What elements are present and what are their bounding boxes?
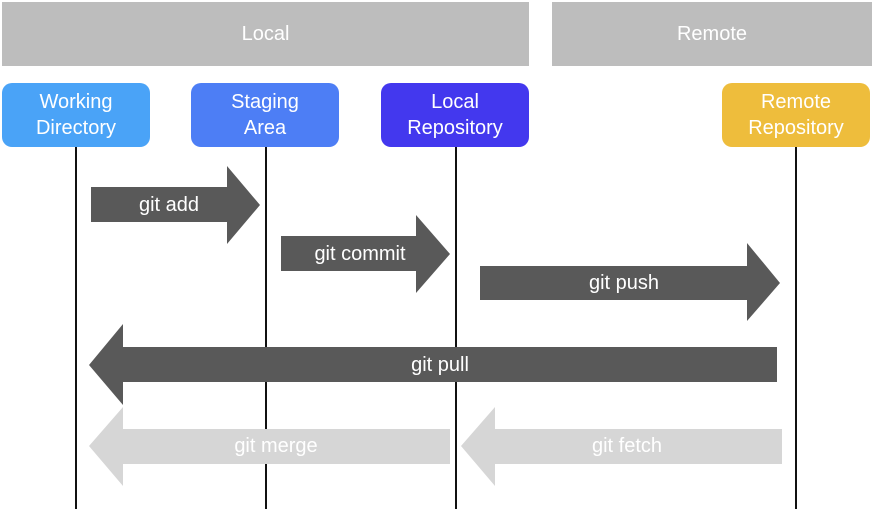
arrow-git-commit-label: git commit xyxy=(314,243,406,265)
remote-repository-label-line2: Repository xyxy=(748,117,844,139)
working-directory-label-line1: Working xyxy=(39,91,113,113)
lifeline-local-repository xyxy=(455,146,457,509)
arrow-git-merge-shape xyxy=(89,407,450,486)
local-repository-label-line2: Repository xyxy=(407,117,503,139)
group-local: Local xyxy=(2,2,529,66)
remote-repository-label-line1: Remote xyxy=(760,91,832,113)
arrow-git-fetch-label: git fetch xyxy=(592,435,662,457)
staging-area-label-line2: Area xyxy=(243,117,287,139)
arrow-git-add-shape xyxy=(91,166,260,244)
arrow-git-push-shape xyxy=(480,243,780,321)
arrow-git-merge: git merge xyxy=(89,407,450,486)
arrow-git-push-label: git push xyxy=(589,272,659,294)
arrow-git-commit-shape xyxy=(281,215,450,293)
group-remote-label: Remote xyxy=(676,22,748,45)
location-local-repository: Local Repository xyxy=(381,83,529,147)
arrow-git-fetch: git fetch xyxy=(461,407,782,486)
staging-area-label-line1: Staging xyxy=(231,91,299,113)
location-working-directory: Working Directory xyxy=(2,83,150,147)
lifeline-remote-repository xyxy=(795,146,797,509)
arrow-git-pull: git pull xyxy=(89,324,777,405)
working-directory-label-line2: Directory xyxy=(35,117,116,139)
location-remote-repository: Remote Repository xyxy=(722,83,870,147)
arrow-git-commit: git commit xyxy=(281,215,450,293)
arrow-git-pull-label: git pull xyxy=(411,354,469,376)
arrow-git-fetch-shape xyxy=(461,407,782,486)
lifeline-working-directory xyxy=(75,146,77,509)
arrow-git-add-label: git add xyxy=(139,194,199,216)
arrow-git-merge-label: git merge xyxy=(234,435,317,457)
arrow-git-add: git add xyxy=(91,166,260,244)
group-remote: Remote xyxy=(552,2,872,66)
lifeline-staging-area xyxy=(265,146,267,509)
local-repository-label-line1: Local xyxy=(431,91,479,113)
location-staging-area: Staging Area xyxy=(191,83,339,147)
group-local-label: Local xyxy=(241,22,290,45)
arrow-git-push: git push xyxy=(480,243,780,321)
arrow-git-pull-shape xyxy=(89,324,777,405)
